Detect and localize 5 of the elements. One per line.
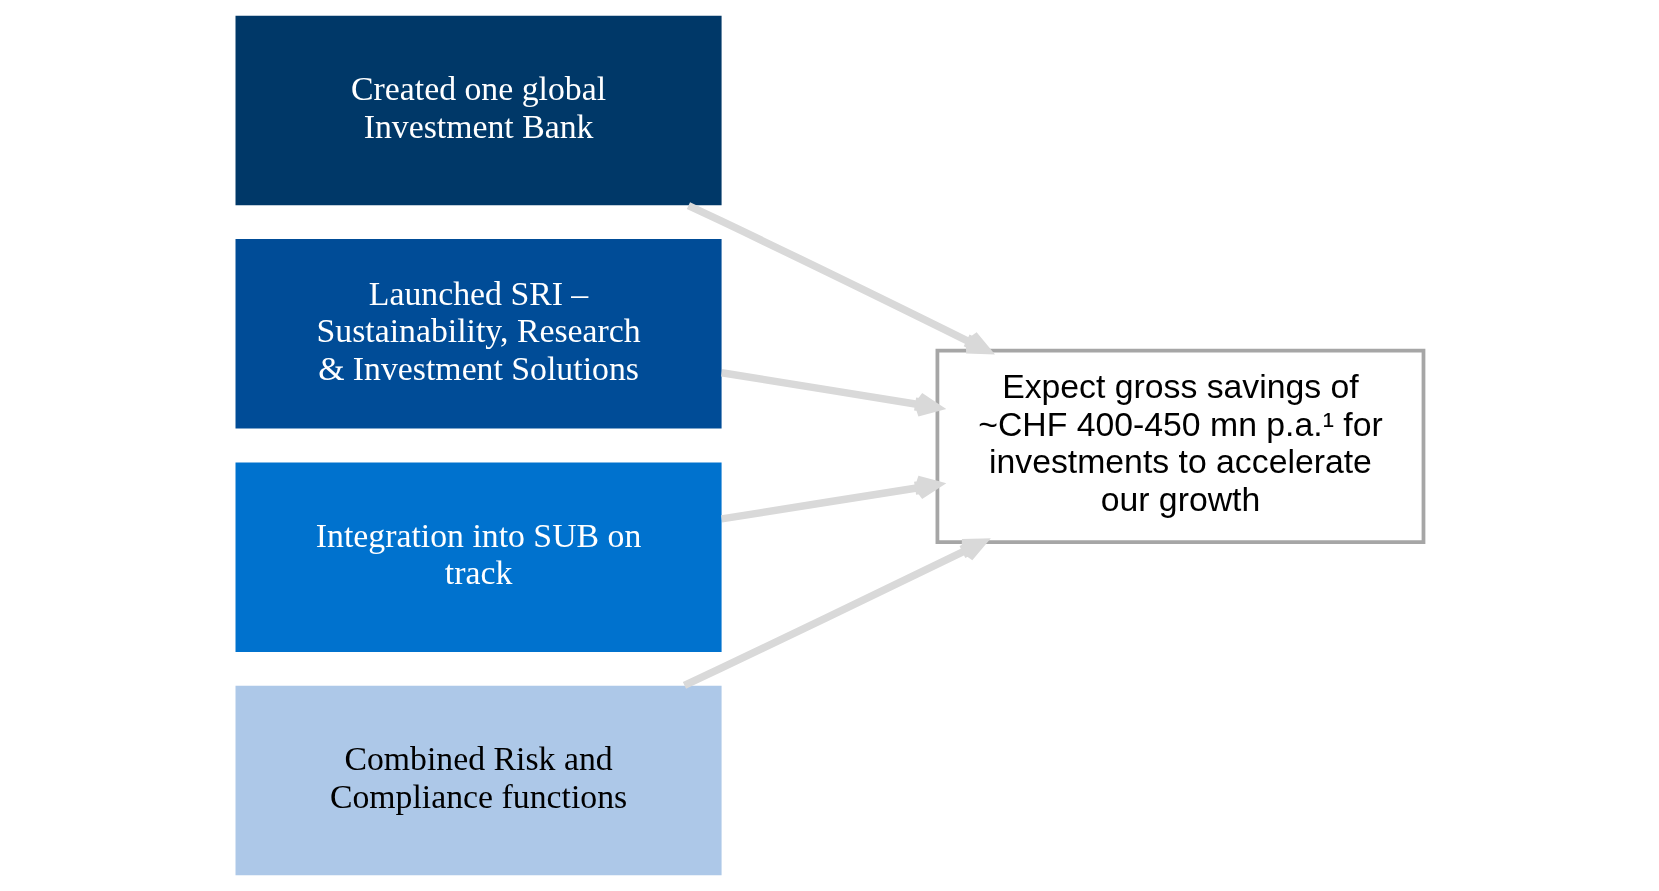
node-box: Created one global Investment Bank bbox=[235, 15, 722, 206]
node-box: Integration into SUB on track bbox=[235, 462, 722, 652]
node-box: Launched SRI – Sustainability, Research & Investment Solutions bbox=[235, 239, 722, 429]
node-box: Combined Risk and Compliance functions bbox=[235, 685, 722, 876]
node-box: Expect gross savings of ~CHF 400-450 mn p.a.¹ for investments to accelerate our growth bbox=[935, 348, 1426, 545]
